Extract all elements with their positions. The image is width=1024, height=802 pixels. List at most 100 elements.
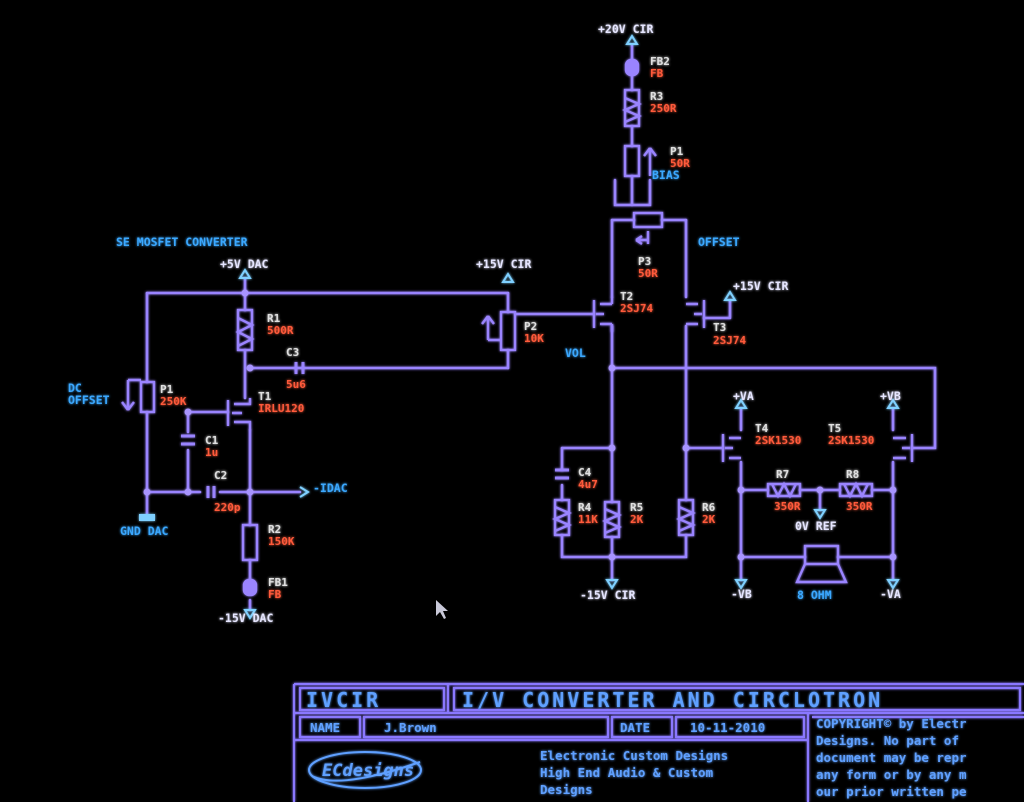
r6-value: 2K (702, 513, 716, 526)
copyright-line-2: Designs. No part of (816, 733, 959, 748)
logo-text: ECdesigns (322, 761, 414, 781)
r5-resistor (601, 500, 623, 539)
t5-ref: T5 (828, 422, 841, 435)
t1-ref: T1 (258, 390, 272, 403)
mouse-cursor-icon (436, 600, 448, 619)
t3-value: 2SJ74 (713, 334, 746, 347)
drawing-title: I/V CONVERTER AND CIRCLOTRON (462, 688, 883, 712)
net-speaker: 8 OHM (797, 588, 832, 602)
speaker-icon (795, 544, 848, 584)
r3-ref: R3 (650, 90, 663, 103)
date-value: 10-11-2010 (690, 720, 765, 735)
v15a-arrow-icon (501, 272, 515, 283)
rail-pos-vb: +VB (880, 389, 901, 403)
c3-capacitor (294, 362, 305, 374)
fb2-ref: FB2 (650, 55, 670, 68)
t1-value: IRLU120 (258, 402, 304, 415)
fb1-ref: FB1 (268, 576, 288, 589)
t1-transistor (226, 398, 252, 430)
negva-arrow-icon (886, 579, 900, 590)
r2-resistor (241, 523, 259, 562)
components (121, 58, 914, 597)
neg15cir-arrow-icon (605, 579, 619, 590)
r7-resistor (766, 481, 802, 499)
r1-value: 500R (267, 324, 294, 337)
drawing-code: IVCIR (306, 688, 381, 712)
p1-bias-potentiometer (623, 144, 657, 178)
t4-transistor (721, 434, 741, 462)
p1b-ref: P1 (670, 145, 684, 158)
copyright-line-5: our prior written pe (816, 784, 967, 799)
gnd-icon (139, 514, 155, 521)
c2-ref: C2 (214, 469, 227, 482)
fb1-value: FB (268, 588, 282, 601)
rail-v15-b: +15V CIR (733, 279, 788, 293)
rail-v20: +20V CIR (598, 22, 653, 36)
net-neg-idac: -IDAC (313, 481, 348, 495)
p2-potentiometer (481, 310, 517, 352)
rail-neg15-dac: -15V DAC (218, 611, 273, 625)
r5-value: 2K (630, 513, 644, 526)
net-0v-ref: 0V REF (795, 519, 837, 533)
ref-arrow-icon (813, 509, 827, 520)
t3-transistor (686, 300, 706, 328)
t4-value: 2SK1530 (755, 434, 801, 447)
t2-ref: T2 (620, 290, 633, 303)
rail-v15-a: +15V CIR (476, 257, 531, 271)
fb2-bead (624, 58, 640, 77)
fb1-bead (242, 578, 258, 597)
rail-neg-va: -VA (880, 587, 901, 601)
v15b-arrow-icon (723, 290, 737, 301)
p1d-value: 250K (160, 395, 187, 408)
r8-resistor (838, 481, 874, 499)
t4-ref: T4 (755, 422, 769, 435)
c2-value: 220p (214, 501, 241, 514)
net-se-mosfet-converter: SE MOSFET CONVERTER (116, 235, 248, 249)
fb2-value: FB (650, 67, 664, 80)
net-offset: OFFSET (698, 235, 740, 249)
p1-dac-potentiometer (121, 378, 156, 414)
v5-arrow-icon (238, 268, 252, 279)
r8-value: 350R (846, 500, 873, 513)
c4-ref: C4 (578, 466, 592, 479)
net-dc-offset-2: OFFSET (68, 393, 110, 407)
terminals (139, 34, 900, 620)
component-labels: FB2 FB R3 250R P1 50R P3 50R T2 2SJ74 T3… (160, 55, 874, 601)
r7-ref: R7 (776, 468, 789, 481)
v20-arrow-icon (625, 34, 639, 45)
t2-value: 2SJ74 (620, 302, 653, 315)
name-label: NAME (310, 720, 340, 735)
r6-ref: R6 (702, 501, 716, 514)
name-value: J.Brown (384, 720, 437, 735)
title-block: IVCIR I/V CONVERTER AND CIRCLOTRON NAME … (292, 682, 1024, 802)
c2-capacitor (206, 486, 216, 498)
net-vol: VOL (565, 346, 586, 360)
net-bias: BIAS (652, 168, 680, 182)
p2-ref: P2 (524, 320, 537, 333)
c1-capacitor (181, 434, 195, 446)
r3-resistor (621, 88, 643, 128)
p2-value: 10K (524, 332, 544, 345)
net-dc-offset-1: DC (68, 381, 82, 395)
r3-value: 250R (650, 102, 677, 115)
r4-ref: R4 (578, 501, 592, 514)
c1-ref: C1 (205, 434, 219, 447)
r2-value: 150K (268, 535, 295, 548)
ecdesigns-logo: ECdesigns (308, 751, 422, 789)
vb-arrow-icon (886, 398, 900, 409)
va-arrow-icon (734, 398, 748, 409)
p1d-ref: P1 (160, 383, 174, 396)
r5-ref: R5 (630, 501, 643, 514)
p3-potentiometer (632, 211, 664, 245)
p1b-value: 50R (670, 157, 690, 170)
rail-v5: +5V DAC (220, 257, 269, 271)
t5-value: 2SK1530 (828, 434, 874, 447)
r7-value: 350R (774, 500, 801, 513)
c3-value: 5u6 (286, 378, 306, 391)
company-line-2: High End Audio & Custom (540, 765, 714, 780)
r4-value: 11K (578, 513, 598, 526)
t2-transistor (592, 297, 614, 332)
neg15dac-arrow-icon (243, 609, 257, 620)
company-line-3: Designs (540, 782, 593, 797)
